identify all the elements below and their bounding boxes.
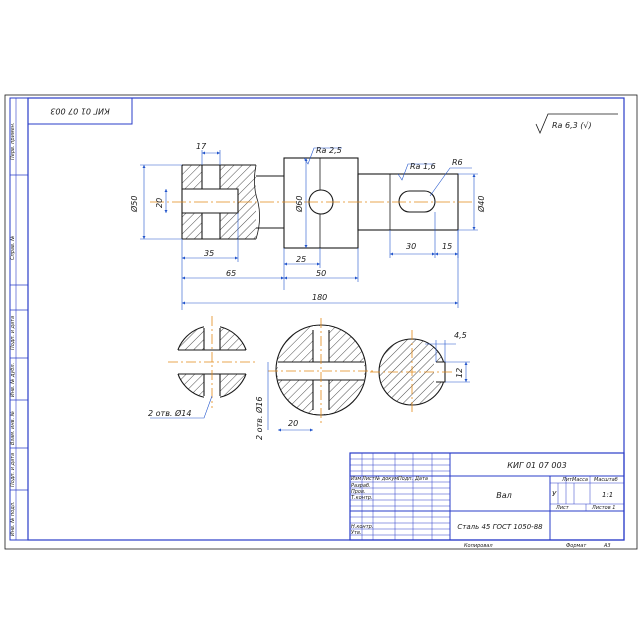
dim-15: 15 [442,242,452,251]
dim-50: 50 [316,269,326,278]
col-list: Лист [361,476,376,482]
strip-label: Инв. № подл. [10,502,16,537]
row-razrab: Разраб. [351,483,371,489]
section-left [150,316,258,419]
row-utv: Утв. [351,530,362,536]
strip-label: Взам. инв. № [10,411,16,445]
col-date: Дата [414,476,428,482]
dim-35: 35 [204,249,214,258]
title-code: КИГ 01 07 003 [507,461,566,470]
dim-d50: Ø50 [129,196,139,213]
roughness-a: Ra 2,5 [316,146,342,155]
section-middle [267,318,375,432]
dim-17: 17 [196,142,207,151]
row-prov: Пров. [351,489,366,495]
dimensions [140,147,478,310]
copied-label: Копировал [464,543,493,549]
col-mass: Масса [572,477,588,483]
row-tkontr: Т.контр. [351,495,373,501]
left-strip: Перв. примен. Справ. № Подп. и дата Инв.… [9,97,29,541]
format-label: Формат [566,543,587,549]
holes14-label: 2 отв. Ø14 [148,408,191,418]
roughness-general: Ra 6,3 (√) [535,113,618,135]
dim-180: 180 [312,293,327,302]
dim-d60: Ø60 [294,196,304,213]
roughness-general-text: Ra 6,3 (√) [552,121,592,130]
strip-label: Подп. и дата [10,316,16,350]
holes16-label: 2 отв. Ø16 [254,397,264,440]
inner-frame [27,97,625,541]
lit-value: У [552,490,557,498]
strip-label: Подп. и дата [10,453,16,487]
dim-d40: Ø40 [476,196,486,213]
roughness-b: Ra 1,6 [410,162,436,171]
col-sign: Подп. [398,476,413,482]
dim-30: 30 [406,242,416,251]
stamp-code: КИГ 01 07 003 [50,107,109,116]
dim-45: 4,5 [454,331,467,340]
dim-25: 25 [296,255,306,264]
outer-frame [4,94,638,550]
dim-20: 20 [155,198,164,208]
col-lit: Лит. [561,477,574,483]
sheet-label: Лист [555,505,570,511]
strip-label: Перв. примен. [10,122,16,160]
strip-label: Справ. № [10,236,16,260]
dim-20b: 20 [288,419,298,428]
shaft-view [150,157,472,249]
format-value: А3 [603,543,611,549]
title-material: Сталь 45 ГОСТ 1050-88 [457,523,543,531]
col-scale: Масштаб [594,477,618,483]
sheets-label: Листов 1 [591,505,615,511]
top-stamp: КИГ 01 07 003 [27,97,133,125]
col-doc: № докум. [374,476,400,482]
strip-label: Инв. № дубл. [10,363,16,397]
radius-label: R6 [452,158,463,167]
title-block [349,452,625,541]
dim-65: 65 [226,269,236,278]
section-right [370,330,470,414]
row-nkontr: Н.контр. [351,524,373,530]
title-name: Вал [496,491,512,500]
scale-value: 1:1 [602,491,613,499]
col-izm: Изм [351,476,361,482]
dim-12: 12 [455,368,464,378]
